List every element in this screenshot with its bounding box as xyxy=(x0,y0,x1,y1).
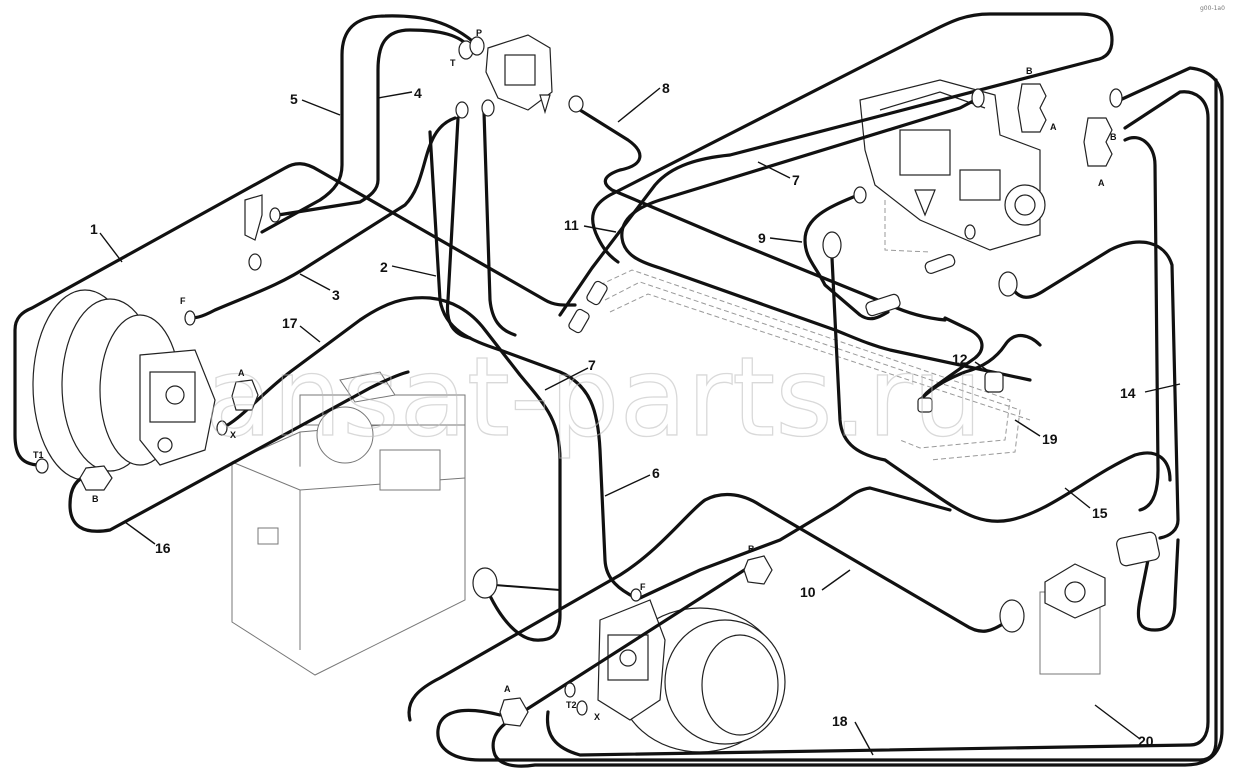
hose-right-motor-up xyxy=(638,486,952,600)
callout-4: 4 xyxy=(414,85,422,101)
port-label-t2: T2 xyxy=(566,700,577,710)
port-label-a-left: A xyxy=(238,368,245,378)
port-label-t: T xyxy=(450,58,456,68)
port-label-p: P xyxy=(476,28,482,38)
port-label-a-right-1: A xyxy=(1050,122,1057,132)
hose-17 xyxy=(220,296,562,642)
callout-8: 8 xyxy=(662,80,670,96)
hose-4 xyxy=(276,28,472,217)
watermark: ansat-parts.ru xyxy=(205,333,982,461)
hose-11 xyxy=(620,98,1032,382)
fittings xyxy=(35,36,1160,716)
port-label-b-right-1: B xyxy=(1026,66,1033,76)
callout-7-upper: 7 xyxy=(792,172,800,188)
hose-loop-top-right xyxy=(1123,136,1160,512)
port-label-f-left: F xyxy=(180,296,186,306)
pilot-valve xyxy=(485,34,553,115)
port-label-x-bottom: X xyxy=(594,712,600,722)
hose-8 xyxy=(578,108,947,322)
callout-6: 6 xyxy=(652,465,660,481)
hose-pilot-drop xyxy=(482,110,517,337)
hose-tank-drain xyxy=(494,584,561,591)
hose-5 xyxy=(260,14,480,234)
callout-7-lower: 7 xyxy=(588,357,596,373)
hose-2 xyxy=(428,130,638,600)
hose-6 xyxy=(407,493,1012,722)
ghost-hoses xyxy=(599,200,1031,461)
hose-20 xyxy=(436,78,1218,762)
callout-15: 15 xyxy=(1092,505,1108,521)
corner-code: g00-1a0 xyxy=(1200,5,1225,12)
callout-10: 10 xyxy=(800,584,816,600)
port-label-t1: T1 xyxy=(33,450,44,460)
callout-19: 19 xyxy=(1042,431,1058,447)
callout-17: 17 xyxy=(282,315,298,331)
callout-leaders xyxy=(99,87,1181,756)
hose-1 xyxy=(13,162,577,467)
callout-11: 11 xyxy=(564,217,579,233)
hose-3 xyxy=(186,116,457,320)
callout-9: 9 xyxy=(758,230,766,246)
callout-16: 16 xyxy=(155,540,171,556)
hose-9 xyxy=(803,193,890,321)
hose-15 xyxy=(830,256,1172,523)
callout-20: 20 xyxy=(1138,733,1154,749)
callout-1: 1 xyxy=(90,221,98,237)
port-label-b-right-2: B xyxy=(1110,132,1117,142)
main-control-valve xyxy=(859,79,1046,251)
callout-2: 2 xyxy=(380,259,388,275)
hose-18 xyxy=(545,90,1210,757)
callout-12: 12 xyxy=(952,351,968,367)
callout-14: 14 xyxy=(1120,385,1136,401)
hose-14 xyxy=(1010,240,1180,540)
port-label-b-center: B xyxy=(748,544,755,554)
left-travel-motor xyxy=(32,289,216,481)
hose-pilot-mid xyxy=(445,116,472,340)
port-label-a-right-2: A xyxy=(1098,178,1105,188)
port-label-a-bottom: A xyxy=(504,684,511,694)
hose-7 xyxy=(558,12,1114,317)
hose-10 xyxy=(491,66,1224,768)
port-label-b-left: B xyxy=(92,494,99,504)
port-label-x-left: X xyxy=(230,430,236,440)
return-filter xyxy=(1039,563,1106,675)
callout-3: 3 xyxy=(332,287,340,303)
callout-18: 18 xyxy=(832,713,848,729)
hose-filter-loop xyxy=(1136,538,1180,632)
port-label-f-right: F xyxy=(640,582,646,592)
coupler-blocks xyxy=(79,83,1113,727)
right-travel-motor xyxy=(597,599,786,753)
hose-16 xyxy=(68,370,410,533)
hydraulic-tank xyxy=(231,371,466,676)
callout-5: 5 xyxy=(290,91,298,107)
